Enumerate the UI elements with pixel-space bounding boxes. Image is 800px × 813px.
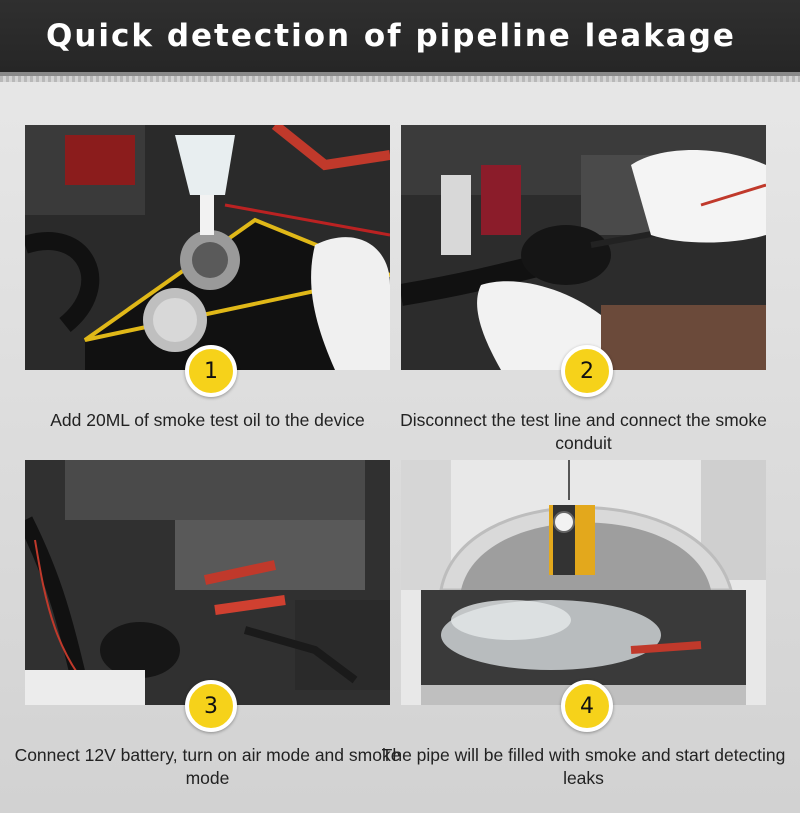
step-3-number-badge: 3 (185, 680, 237, 732)
step-4-number-badge: 4 (561, 680, 613, 732)
step-1-photo (25, 125, 390, 370)
step-3-photo (25, 460, 390, 705)
step-2-photo (401, 125, 766, 370)
page-title: Quick detection of pipeline leakage (46, 18, 736, 54)
step-4: 4 The pipe will be filled with smoke and… (382, 460, 785, 788)
step-3: 3 Connect 12V battery, turn on air mode … (15, 460, 400, 788)
header-banner: Quick detection of pipeline leakage (0, 0, 800, 76)
step-3-caption: Connect 12V battery, turn on air mode an… (14, 745, 401, 788)
step-2-number-badge: 2 (561, 345, 613, 397)
step-2-caption: Disconnect the test line and connect the… (400, 410, 767, 453)
step-1: 1 Add 20ML of smoke test oil to the devi… (25, 125, 390, 430)
header-divider (0, 76, 800, 82)
step-4-caption: The pipe will be filled with smoke and s… (381, 745, 786, 788)
step-2: 2 Disconnect the test line and connect t… (400, 125, 767, 453)
step-1-caption: Add 20ML of smoke test oil to the device (50, 410, 365, 430)
step-4-photo (401, 460, 766, 705)
step-1-number-badge: 1 (185, 345, 237, 397)
